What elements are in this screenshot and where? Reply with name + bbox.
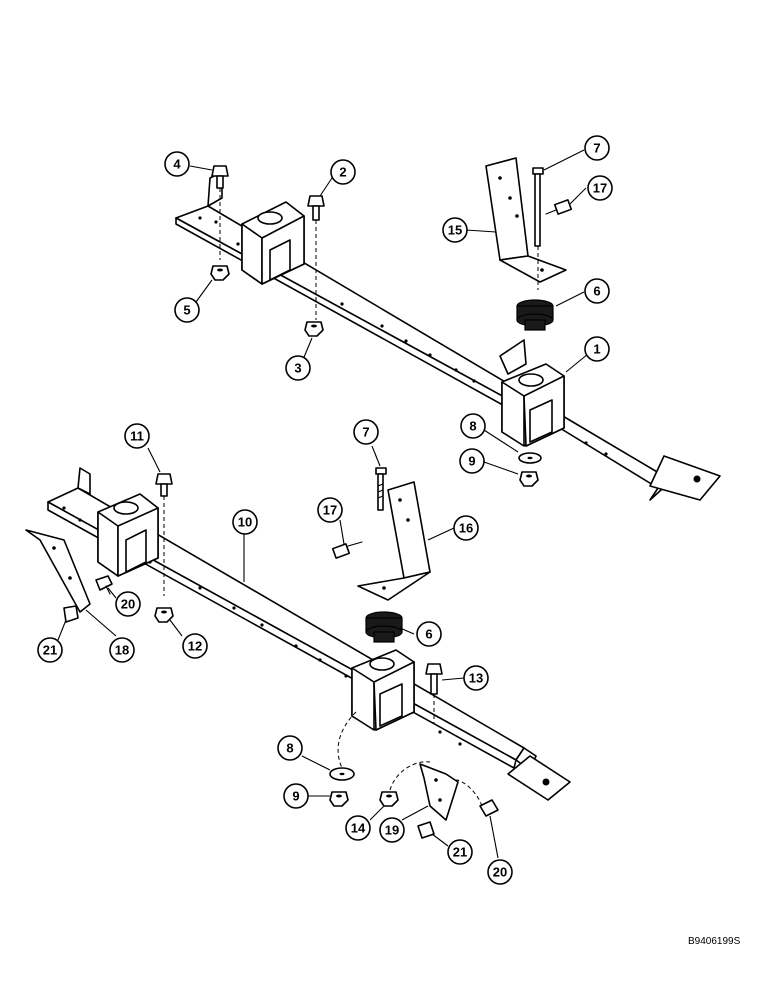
lower-rear-mount-block <box>351 649 415 731</box>
svg-text:8: 8 <box>286 741 293 756</box>
callout-17-lower: 17 <box>317 497 343 523</box>
callout-6-upper: 6 <box>584 278 610 304</box>
upper-front-mount-block <box>241 201 305 285</box>
callout-11: 11 <box>124 423 150 449</box>
svg-text:20: 20 <box>121 597 135 612</box>
svg-text:18: 18 <box>115 643 129 658</box>
nut-12 <box>154 607 174 623</box>
callout-2: 2 <box>330 159 356 185</box>
svg-text:17: 17 <box>323 503 337 518</box>
callout-17-upper: 17 <box>587 175 613 201</box>
nut-14 <box>379 761 431 807</box>
screw-20-right <box>455 779 499 817</box>
callout-19: 19 <box>379 817 405 843</box>
washer-8-upper <box>518 452 542 464</box>
callout-16: 16 <box>453 515 479 541</box>
callout-20-right: 20 <box>487 859 513 885</box>
callouts: 4 2 5 3 7 17 15 6 1 8 9 11 10 7 17 16 20… <box>37 135 613 885</box>
callout-3: 3 <box>285 355 311 381</box>
bolt-7-upper <box>532 167 544 290</box>
svg-text:7: 7 <box>362 425 369 440</box>
svg-text:14: 14 <box>351 821 366 836</box>
svg-text:6: 6 <box>425 627 432 642</box>
nut-3 <box>304 321 324 337</box>
svg-text:5: 5 <box>183 303 190 318</box>
svg-text:16: 16 <box>459 521 473 536</box>
svg-text:12: 12 <box>188 639 202 654</box>
callout-14: 14 <box>345 815 371 841</box>
bolt-2 <box>307 195 325 320</box>
callout-5: 5 <box>174 297 200 323</box>
callout-8-lower: 8 <box>277 735 303 761</box>
screw-20-left <box>95 575 113 595</box>
bolt-4 <box>211 165 229 260</box>
bracket-19 <box>419 763 459 821</box>
nut-5 <box>210 265 230 281</box>
svg-text:15: 15 <box>448 223 462 238</box>
svg-text:2: 2 <box>339 165 346 180</box>
isolator-6-lower <box>365 611 403 643</box>
svg-text:3: 3 <box>294 361 301 376</box>
upper-rear-mount-block <box>499 339 565 447</box>
callout-9-lower: 9 <box>283 783 309 809</box>
callout-21-left: 21 <box>37 637 63 663</box>
callout-7-lower: 7 <box>353 419 379 445</box>
callout-12: 12 <box>182 633 208 659</box>
nut-9-upper <box>519 471 539 487</box>
bolt-13 <box>425 663 443 724</box>
bolt-11 <box>155 473 173 596</box>
leader-lines <box>57 149 589 859</box>
callout-18: 18 <box>109 637 135 663</box>
drawing-code: B9406199S <box>688 936 741 947</box>
callout-20-left: 20 <box>115 591 141 617</box>
washer-8-lower <box>329 711 357 781</box>
svg-text:1: 1 <box>593 342 600 357</box>
svg-text:10: 10 <box>238 515 252 530</box>
bracket-16 <box>357 481 431 601</box>
callout-7-upper: 7 <box>584 135 610 161</box>
svg-text:19: 19 <box>385 823 399 838</box>
svg-text:7: 7 <box>593 141 600 156</box>
callout-9-upper: 9 <box>459 448 485 474</box>
svg-text:13: 13 <box>469 671 483 686</box>
screw-17-lower <box>331 541 363 559</box>
bolt-7-lower <box>375 467 387 511</box>
callout-10: 10 <box>232 509 258 535</box>
callout-13: 13 <box>463 665 489 691</box>
screw-17-upper <box>545 199 573 215</box>
bracket-18 <box>25 529 91 613</box>
svg-text:21: 21 <box>453 845 467 860</box>
upper-assembly <box>175 157 721 501</box>
svg-text:11: 11 <box>130 429 144 444</box>
svg-text:8: 8 <box>469 419 476 434</box>
svg-text:21: 21 <box>43 643 57 658</box>
callout-6-lower: 6 <box>416 621 442 647</box>
nut-21-right <box>417 821 435 839</box>
nut-21-left <box>63 605 79 623</box>
svg-text:9: 9 <box>468 454 475 469</box>
svg-text:20: 20 <box>493 865 507 880</box>
lower-assembly <box>25 467 571 839</box>
svg-text:4: 4 <box>173 157 181 172</box>
callout-21-right: 21 <box>447 839 473 865</box>
callout-1: 1 <box>584 336 610 362</box>
callout-4: 4 <box>164 151 190 177</box>
nut-9-lower <box>329 791 349 807</box>
bracket-15 <box>485 157 567 283</box>
isolator-6-upper <box>516 299 554 331</box>
svg-text:6: 6 <box>593 284 600 299</box>
callout-8-upper: 8 <box>460 413 486 439</box>
callout-15: 15 <box>442 217 468 243</box>
lower-front-mount-block <box>97 493 159 577</box>
svg-text:17: 17 <box>593 181 607 196</box>
svg-text:9: 9 <box>292 789 299 804</box>
